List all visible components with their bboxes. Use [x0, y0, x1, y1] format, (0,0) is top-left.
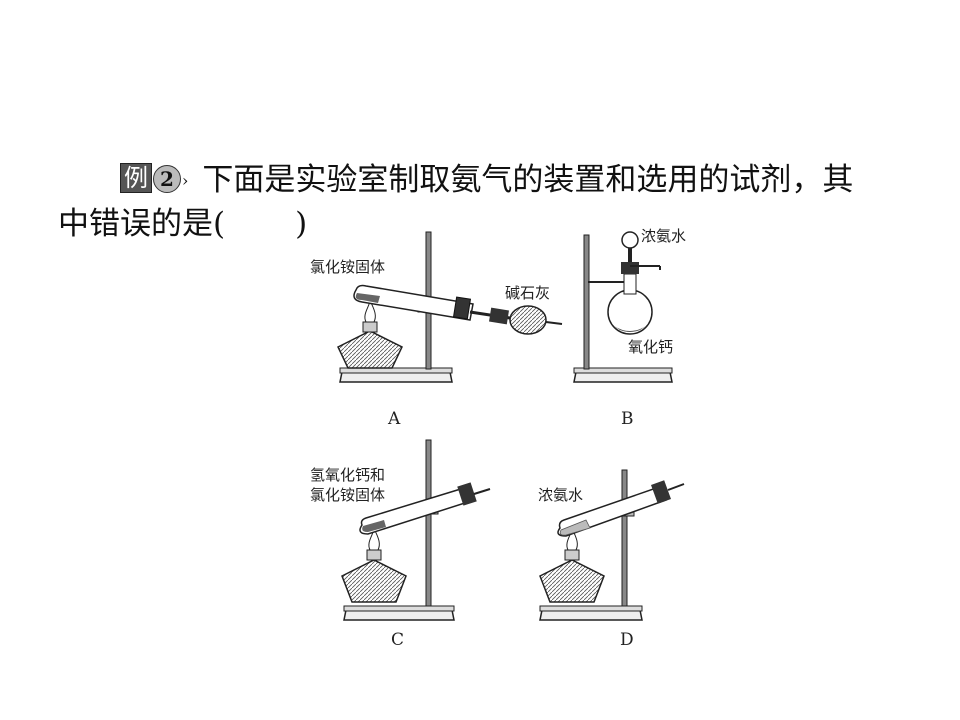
label-a-absorber: 碱石灰 — [505, 284, 550, 302]
apparatus-d: 浓氨水 D — [538, 469, 685, 650]
question-text-line-1: 下面是实验室制取氨气的装置和选用的试剂，其 — [202, 162, 854, 198]
label-letter-d: D — [620, 630, 634, 650]
arrow-right-icon: › — [182, 171, 189, 190]
round-flask-b — [607, 289, 653, 335]
label-letter-c: C — [391, 630, 404, 650]
label-b-bottom: 氧化钙 — [628, 338, 673, 356]
alcohol-lamp-c — [341, 559, 407, 603]
example-badge-number: 2 — [153, 165, 181, 193]
apparatus-a: 氯化铵固体 碱石灰 A — [310, 231, 563, 429]
question-text-line-2-prefix: 中错误的是( — [58, 206, 226, 242]
question-text-line-2-suffix: ) — [295, 206, 308, 242]
drying-bulb-a — [509, 305, 547, 335]
apparatus-c: 氢氧化钙和 氯化铵固体 C — [310, 439, 491, 650]
label-letter-a: A — [387, 409, 401, 429]
alcohol-lamp-a — [337, 330, 403, 369]
label-letter-b: B — [621, 409, 634, 429]
label-c-line2: 氯化铵固体 — [310, 486, 385, 504]
question-line-2: 中错误的是() — [58, 205, 307, 243]
apparatus-b: 浓氨水 氧化钙 B — [573, 227, 686, 429]
alcohol-lamp-d — [539, 559, 605, 603]
label-a-reagent: 氯化铵固体 — [310, 258, 385, 276]
label-b-top: 浓氨水 — [641, 227, 686, 245]
label-d-reagent: 浓氨水 — [538, 486, 583, 504]
example-badge-char: 例 — [120, 163, 152, 193]
label-c-line1: 氢氧化钙和 — [310, 466, 385, 484]
